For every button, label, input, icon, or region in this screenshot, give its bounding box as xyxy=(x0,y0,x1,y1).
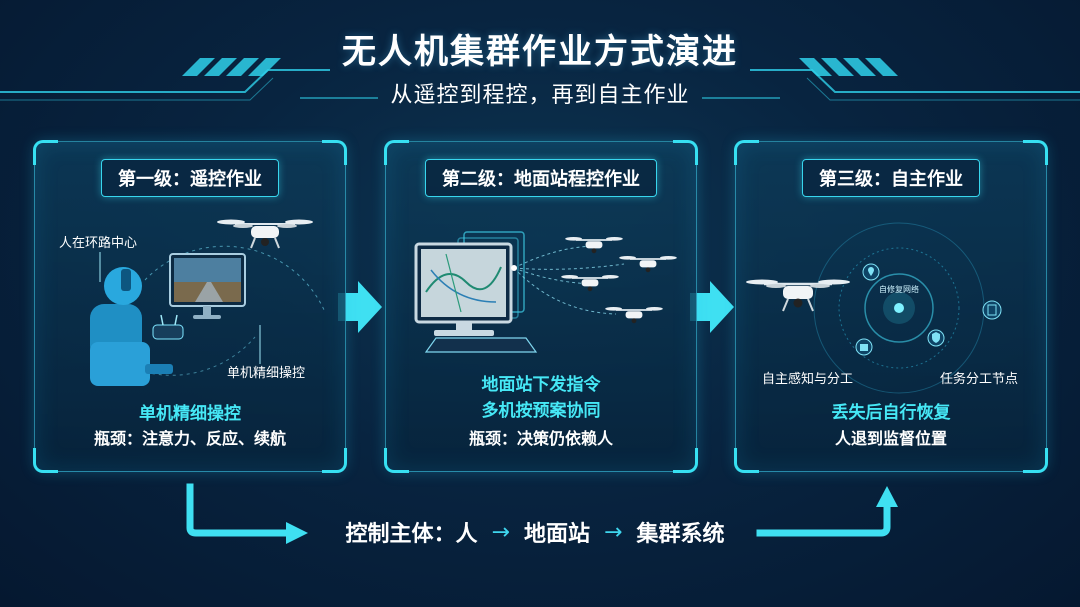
flow-arrow-2: → xyxy=(604,519,623,545)
level-1-bottleneck: 瓶颈：注意力、反应、续航 xyxy=(93,429,286,448)
drone-icon xyxy=(746,279,850,312)
level-3-badge: 第三级：自主作业 xyxy=(802,159,980,197)
level-1-highlight: 单机精细操控 xyxy=(139,404,241,424)
user-icon xyxy=(855,338,873,356)
monitor-icon xyxy=(169,253,246,319)
level-1-illustration xyxy=(90,219,326,386)
control-subject-flow: 控制主体：人 → 地面站 → 集群系统 xyxy=(315,510,755,554)
level-2-illustration xyxy=(414,231,677,353)
level-2-highlight-1: 地面站下发指令 xyxy=(481,375,601,395)
ground-station-computer-icon xyxy=(414,242,538,353)
label-autonomous-perception: 自主感知与分工 xyxy=(762,372,854,387)
level-1-badge: 第一级：遥控作业 xyxy=(101,159,279,197)
bottom-left-connector xyxy=(186,483,292,537)
level-3-highlight: 丢失后自行恢复 xyxy=(831,403,951,423)
document-icon xyxy=(982,300,1002,320)
arrow-right-1 xyxy=(338,281,382,333)
bottom-right-connector xyxy=(756,501,891,537)
level-3-sub: 人退到监督位置 xyxy=(834,429,947,448)
page-subtitle: 从遥控到程控，再到自主作业 xyxy=(390,83,690,108)
flow-prefix: 控制主体：人 xyxy=(345,522,478,547)
panel-level-1: 第一级：遥控作业 xyxy=(33,140,347,473)
callout-fine-control: 单机精细操控 xyxy=(227,366,306,381)
page-title: 无人机集群作业方式演进 xyxy=(342,32,738,72)
drone-icon xyxy=(561,237,677,324)
network-label: 自修复网络 xyxy=(879,285,919,294)
panel-level-3: 第三级：自主作业 xyxy=(734,140,1048,473)
drone-icon xyxy=(217,219,313,249)
level-3-illustration xyxy=(746,222,1002,394)
level-2-bottleneck: 瓶颈：决策仍依赖人 xyxy=(468,429,613,448)
flow-step-swarm-system: 集群系统 xyxy=(636,522,725,547)
shield-icon xyxy=(927,329,945,347)
panel-level-2: 第二级：地面站程控作业 xyxy=(384,140,698,473)
location-pin-icon xyxy=(862,263,880,281)
callout-human-in-loop: 人在环路中心 xyxy=(59,236,138,251)
arrow-right-2 xyxy=(690,281,734,333)
flow-step-ground-station: 地面站 xyxy=(523,522,590,547)
level-2-highlight-2: 多机按预案协同 xyxy=(481,401,601,421)
label-task-node: 任务分工节点 xyxy=(940,372,1019,387)
flow-arrow-1: → xyxy=(491,519,510,545)
level-2-badge: 第二级：地面站程控作业 xyxy=(425,159,657,197)
operator-icon xyxy=(90,267,184,386)
